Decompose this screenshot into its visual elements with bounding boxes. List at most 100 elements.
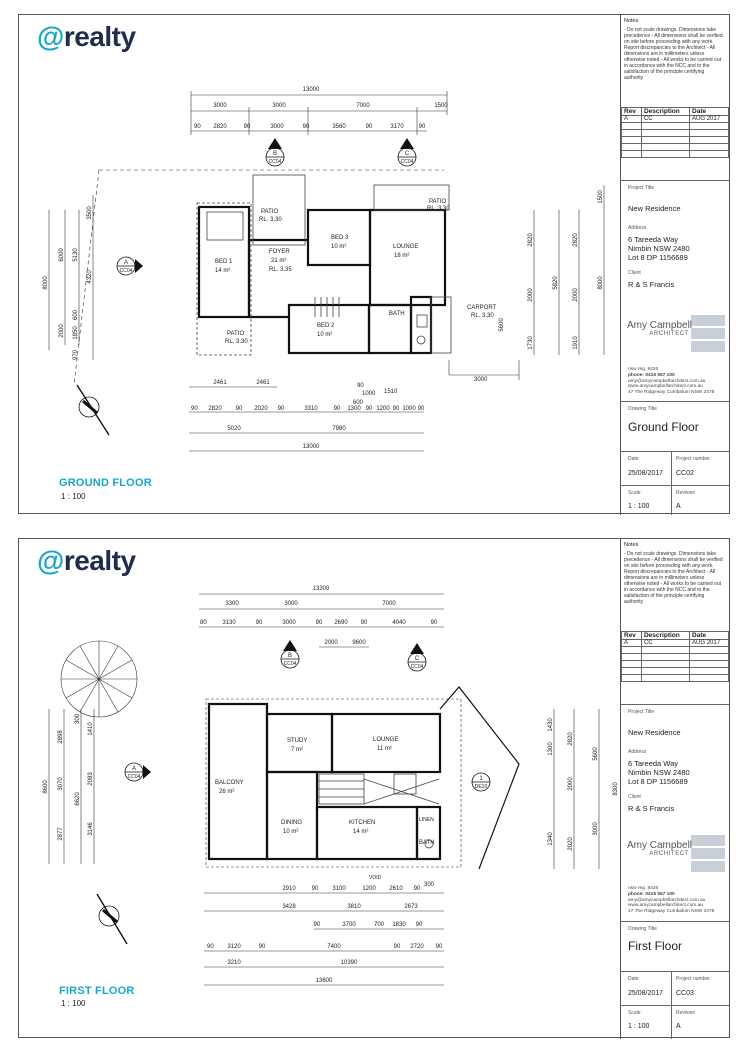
floor-scale: 1 : 100 bbox=[61, 492, 86, 501]
ground-bottom-dim2: 90 bbox=[366, 406, 373, 412]
project-number-label: Project number bbox=[676, 456, 710, 462]
first-top-dim3: 2000 bbox=[324, 640, 338, 646]
first-right-dim: 3000 bbox=[593, 822, 599, 836]
address-line: Lot 8 DP 1156689 bbox=[628, 253, 688, 262]
first-top-dim2: 3000 bbox=[282, 620, 296, 626]
first-top-dim2: 4040 bbox=[392, 620, 406, 626]
ground-bottom-dim2: 90 bbox=[236, 406, 243, 412]
first-left-dim: 8600 bbox=[43, 780, 49, 794]
room-area: RL. 3.30 bbox=[427, 206, 450, 212]
room-label: FOYER bbox=[269, 249, 290, 255]
sheet-scale: 1 : 100 bbox=[628, 503, 650, 510]
ground-top-dim: 7000 bbox=[356, 103, 370, 109]
address-line: Nimbin NSW 2480 bbox=[628, 768, 690, 777]
first-right-dim: 1430 bbox=[548, 718, 554, 732]
room-label: BED 2 bbox=[317, 323, 335, 329]
realty-logo: @realty bbox=[37, 545, 136, 576]
marker-letter: A bbox=[124, 260, 128, 266]
ground-bottom-dim2: 2020 bbox=[254, 406, 268, 412]
ground-right-dim: 2820 bbox=[528, 233, 534, 247]
address-line: Lot 8 DP 1156689 bbox=[628, 777, 688, 786]
first-top-dim2: 2690 bbox=[334, 620, 348, 626]
sheet-revision: A bbox=[676, 1023, 681, 1030]
drawing-title: First Floor bbox=[628, 939, 682, 953]
ground-top-dim2: 3560 bbox=[332, 124, 346, 130]
ground-right-dim: 5600 bbox=[499, 318, 505, 332]
room-label: BATH bbox=[389, 311, 405, 317]
project-title: New Residence bbox=[628, 728, 681, 737]
ground-bottom-dim2: 90 bbox=[191, 406, 198, 412]
first-right-dim: 2020 bbox=[568, 837, 574, 851]
floor-scale: 1 : 100 bbox=[61, 999, 86, 1008]
notes-label: Notes bbox=[624, 18, 639, 24]
room-label: LOUNGE bbox=[393, 244, 418, 250]
room-label: BED 3 bbox=[331, 235, 349, 241]
title-block: Notes - Do not scale drawings. Dimension… bbox=[620, 539, 729, 1039]
room-area: 10 m² bbox=[283, 829, 298, 835]
room-area: RL. 3.30 bbox=[225, 339, 248, 345]
room-area: 14 m² bbox=[215, 268, 230, 274]
first-top-dim2: 80 bbox=[200, 620, 207, 626]
room-label: PATIO bbox=[429, 199, 446, 205]
ground-bottom-dim3: 5020 bbox=[227, 426, 241, 432]
architect-name: Amy Campbell ARCHITECT bbox=[627, 320, 693, 337]
room-label: PATIO bbox=[261, 209, 278, 215]
ground-top-dim: 3000 bbox=[213, 103, 227, 109]
drawing-title: Ground Floor bbox=[628, 420, 699, 434]
marker-letter: C bbox=[415, 656, 420, 662]
ground-right-dim: 5820 bbox=[553, 276, 559, 290]
title-block: Notes - Do not scale drawings. Dimension… bbox=[620, 15, 729, 515]
ground-left-dim: 3500 bbox=[87, 206, 93, 220]
room-area: 18 m² bbox=[394, 253, 409, 259]
ground-bottom-dim2: 90 bbox=[393, 406, 400, 412]
notes-label: Notes bbox=[624, 542, 639, 548]
room-label: KITCHEN bbox=[349, 820, 375, 826]
room-label: PATIO bbox=[227, 331, 244, 337]
client-label: Client bbox=[628, 270, 641, 276]
client-name: R & S Francis bbox=[628, 804, 675, 813]
ground-floor-sheet: @realty bbox=[18, 14, 730, 515]
first-left-dim: 2083 bbox=[88, 772, 94, 786]
first-bottom-dim4: 2720 bbox=[410, 944, 424, 950]
ground-left-dim: 5130 bbox=[73, 248, 79, 262]
ground-bottom-dim: 2461 bbox=[256, 380, 270, 386]
first-bottom-dim: 2910 bbox=[282, 886, 296, 892]
first-bottom-total: 13600 bbox=[316, 978, 333, 984]
first-bottom-dim: 3100 bbox=[332, 886, 346, 892]
marker-ref: CC04 bbox=[411, 664, 424, 670]
room-label: VOID bbox=[369, 875, 382, 881]
first-top-total: 13300 bbox=[313, 586, 330, 592]
ground-top-dim2: 90 bbox=[419, 124, 426, 130]
ground-bottom-dim2: 1000 bbox=[402, 406, 416, 412]
first-bottom-dim2: 3428 bbox=[282, 904, 296, 910]
marker-ref: DE10 bbox=[475, 784, 488, 790]
ground-bottom-dim: 2461 bbox=[213, 380, 227, 386]
first-top-dim2: 90 bbox=[256, 620, 263, 626]
sheet-date: 25/08/2017 bbox=[628, 470, 664, 477]
sheet-scale: 1 : 100 bbox=[628, 1023, 650, 1030]
ground-top-dim2: 90 bbox=[244, 124, 251, 130]
first-bottom-dim4: 90 bbox=[259, 944, 266, 950]
marker-ref: CC04 bbox=[269, 159, 282, 165]
room-label: CARPORT bbox=[467, 305, 497, 311]
drawing-title-label: Drawing Title bbox=[628, 406, 657, 412]
ground-bottom-dim2: 90 bbox=[334, 406, 341, 412]
room-area: 10 m² bbox=[331, 244, 346, 250]
ground-top-dim2: 2820 bbox=[213, 124, 227, 130]
room-area: 26 m² bbox=[219, 789, 234, 795]
first-floor-sheet: @realty bbox=[18, 538, 730, 1039]
ground-left-dim: 8000 bbox=[43, 276, 49, 290]
ground-right-dim: 1910 bbox=[573, 336, 579, 350]
ground-bottom-dim: 1510 bbox=[384, 389, 398, 395]
room-label: LOUNGE bbox=[373, 737, 398, 743]
first-bottom-dim3: 3700 bbox=[342, 922, 356, 928]
first-top-dim2: 90 bbox=[431, 620, 438, 626]
first-bottom-dim5: 10390 bbox=[341, 960, 358, 966]
first-left-dim: 3070 bbox=[58, 777, 64, 791]
architect-contact: nsw reg. 8426 phone: 0415 557 100 amy@am… bbox=[628, 886, 715, 915]
marker-ref: CC04 bbox=[128, 774, 141, 780]
first-bottom-dim3: 90 bbox=[314, 922, 321, 928]
first-top-dim2: 90 bbox=[316, 620, 323, 626]
scale-label: Scale bbox=[628, 490, 641, 496]
project-number: CC02 bbox=[676, 470, 694, 477]
